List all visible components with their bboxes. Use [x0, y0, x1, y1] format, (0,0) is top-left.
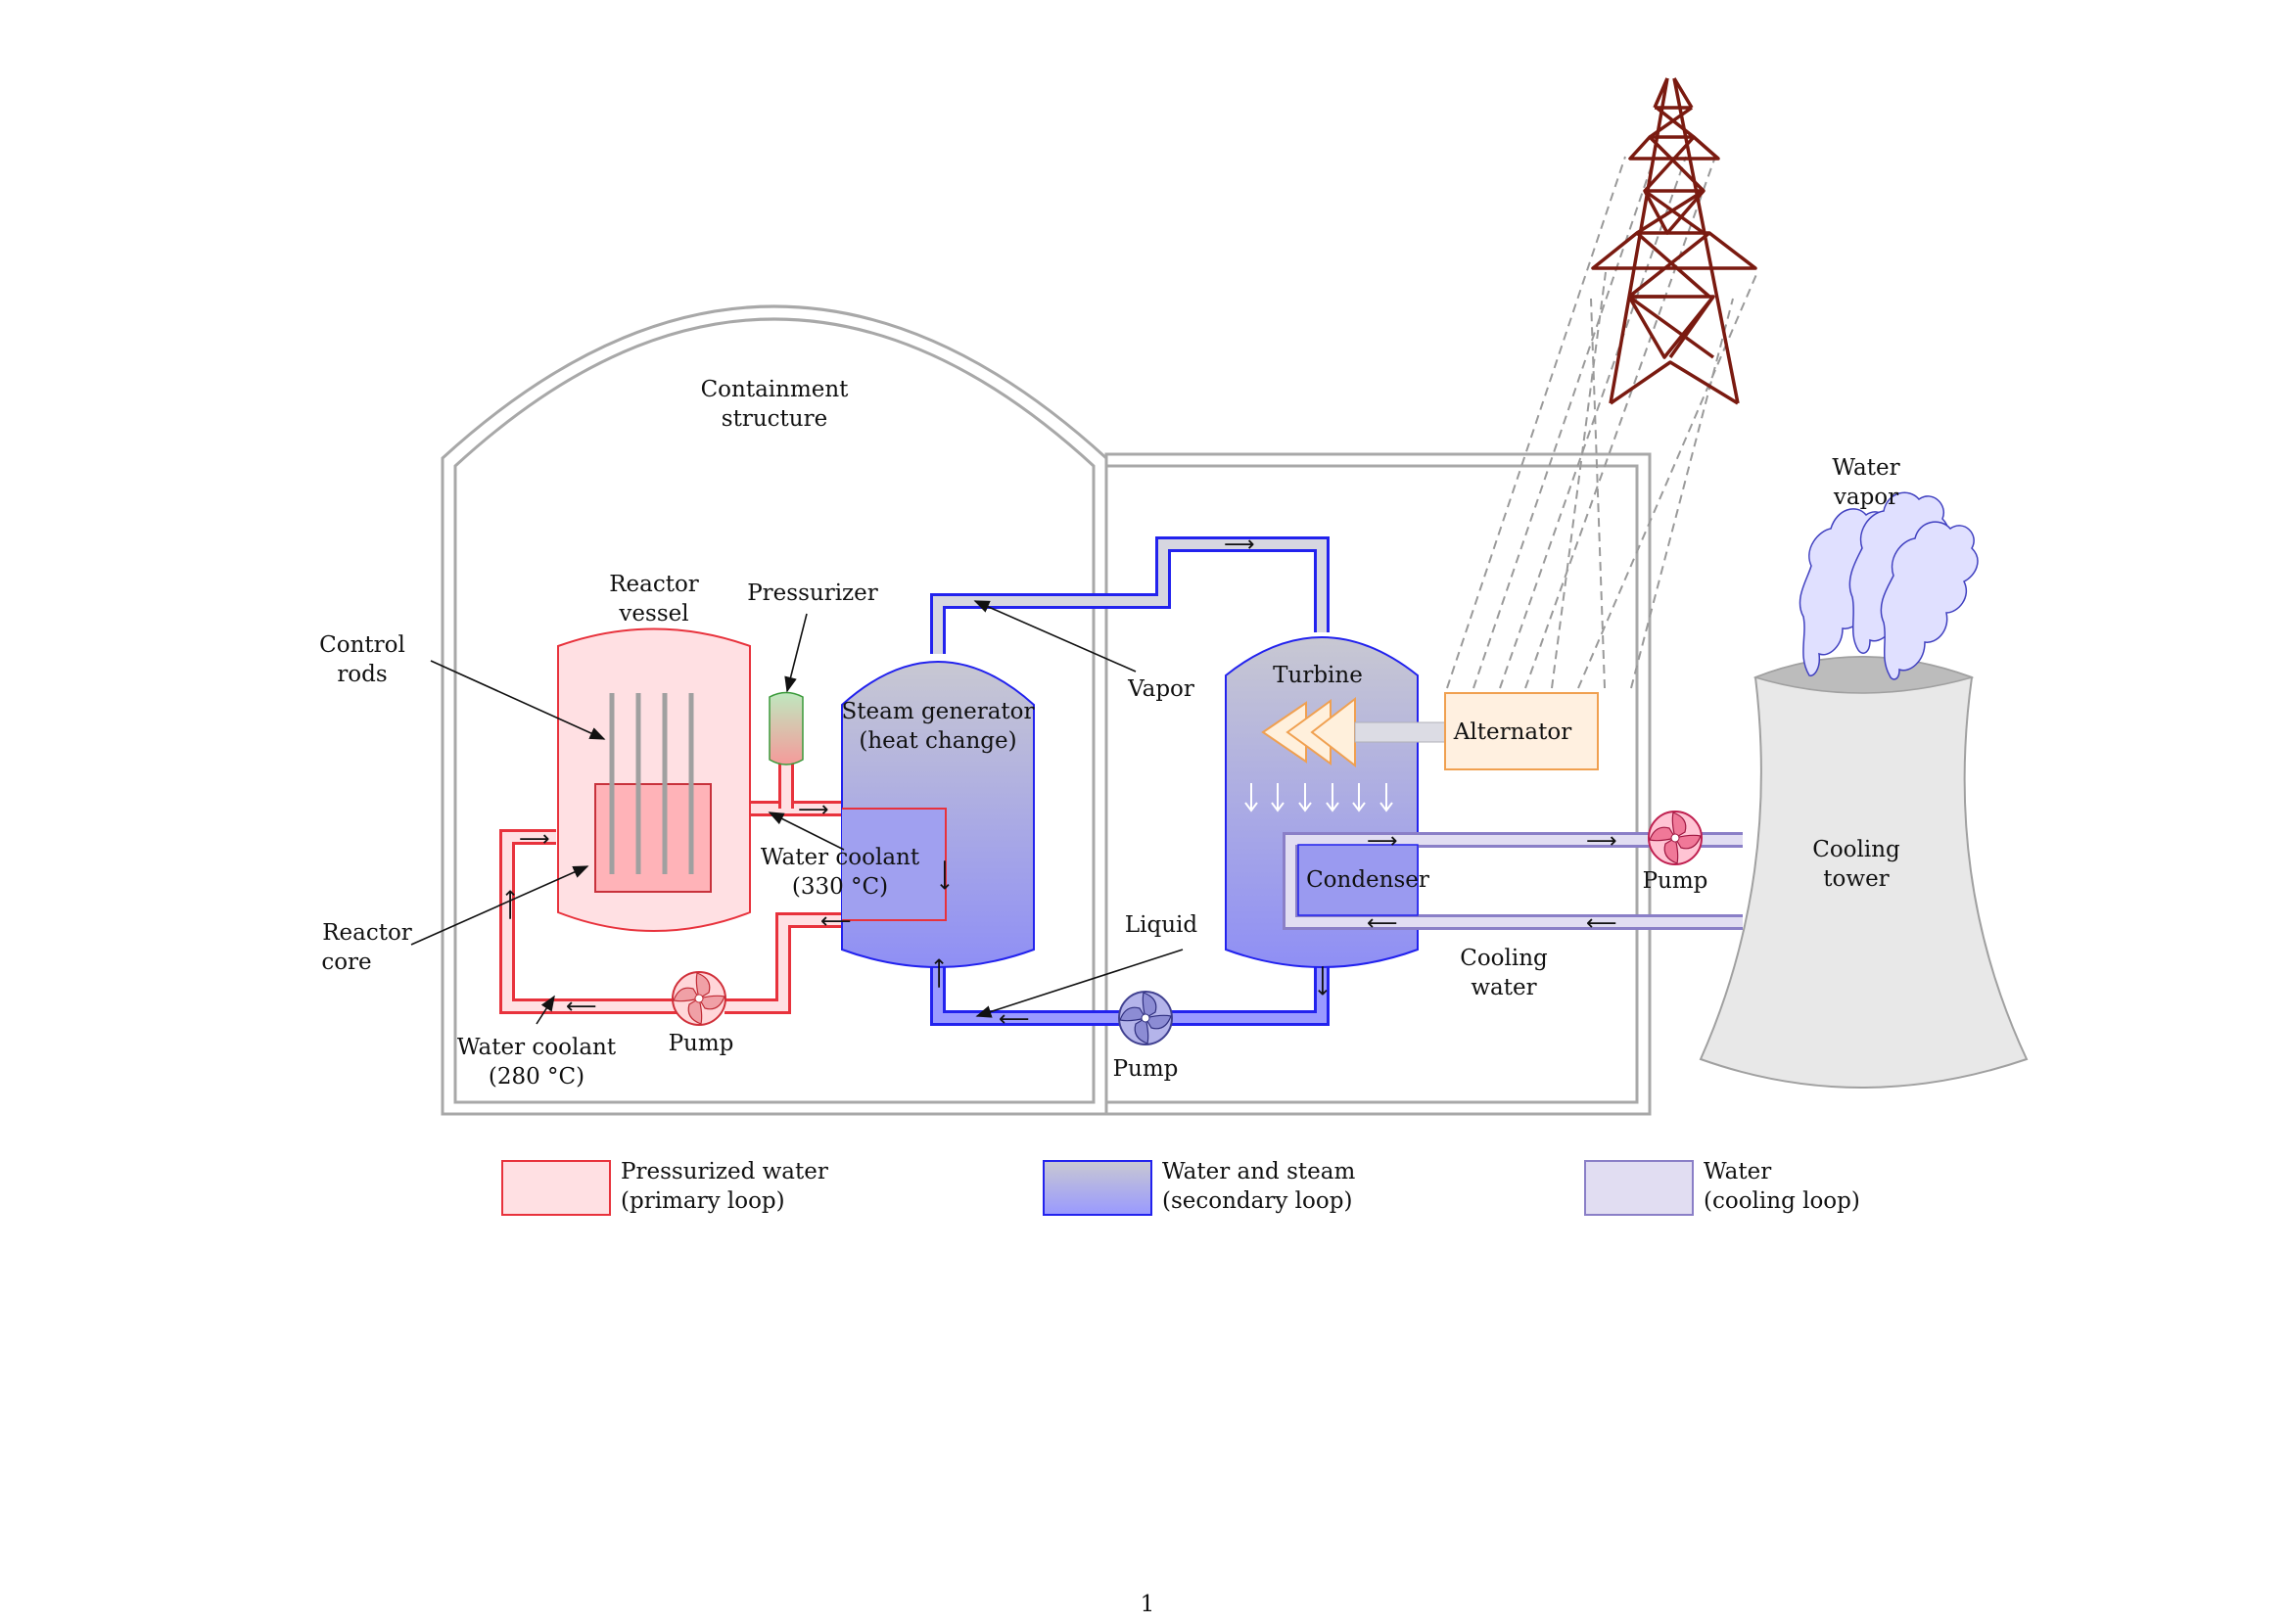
- legend-cooling-line2: (cooling loop): [1704, 1188, 1860, 1214]
- label-pump-secondary: Pump: [1113, 1056, 1179, 1082]
- turbine: [1261, 696, 1356, 768]
- svg-text:⟶: ⟶: [932, 859, 957, 891]
- label-cooling-water-1: Cooling: [1460, 946, 1548, 971]
- reactor-vessel: [557, 627, 751, 932]
- label-control-rods-1: Control: [319, 632, 405, 658]
- label-cold-coolant-2: (280 °C): [489, 1064, 584, 1090]
- svg-text:⟶: ⟶: [519, 827, 550, 852]
- label-cold-coolant-1: Water coolant: [457, 1035, 617, 1060]
- water-vapor-clouds: [1799, 491, 1979, 680]
- label-cooling-tower-1: Cooling: [1812, 837, 1900, 862]
- label-reactor-core-2: core: [321, 950, 371, 975]
- legend: Pressurized water (primary loop) Water a…: [501, 1159, 1860, 1216]
- alternator: [1444, 692, 1599, 770]
- svg-text:⟵: ⟵: [820, 909, 852, 934]
- pressurizer: [769, 691, 804, 766]
- label-pump-primary: Pump: [669, 1031, 734, 1056]
- legend-secondary-line2: (secondary loop): [1162, 1188, 1352, 1214]
- pump-secondary: [1118, 991, 1173, 1045]
- label-containment-1: Containment: [701, 377, 850, 402]
- legend-item-secondary: Water and steam (secondary loop): [1043, 1159, 1355, 1216]
- label-reactor-vessel-1: Reactor: [609, 572, 699, 597]
- svg-text:⟶: ⟶: [1586, 829, 1617, 854]
- legend-swatch-cooling: [1584, 1160, 1694, 1216]
- svg-text:⟵: ⟵: [1367, 911, 1398, 936]
- label-reactor-vessel-2: vessel: [618, 601, 688, 626]
- containment-structure: [441, 304, 1652, 1116]
- legend-item-cooling: Water (cooling loop): [1584, 1159, 1860, 1216]
- cooling-loop-pipes: [1283, 832, 1743, 930]
- label-liquid: Liquid: [1125, 912, 1198, 938]
- label-water-vapor-2: vapor: [1833, 485, 1898, 510]
- label-vapor: Vapor: [1127, 676, 1194, 702]
- steam-flow-arrows: [1244, 783, 1393, 812]
- label-hot-coolant-1: Water coolant: [761, 845, 920, 870]
- label-condenser: Condenser: [1306, 867, 1429, 893]
- svg-text:⟶: ⟶: [1367, 829, 1398, 854]
- flow-arrows: ⟶ ⟶ ⟵ ⟶ ⟶ ⟵ ⟶ ⟵ ⟶ ⟶ ⟶ ⟶ ⟵ ⟵: [498, 533, 1617, 1032]
- label-turbine: Turbine: [1273, 663, 1363, 688]
- legend-primary-line1: Pressurized water: [621, 1159, 828, 1184]
- label-water-vapor-1: Water: [1832, 455, 1899, 481]
- label-containment-2: structure: [722, 406, 827, 432]
- label-reactor-core-1: Reactor: [322, 920, 412, 946]
- legend-swatch-secondary: [1043, 1160, 1152, 1216]
- svg-text:⟶: ⟶: [1224, 533, 1255, 557]
- label-cooling-water-2: water: [1471, 975, 1536, 1000]
- steam-generator: [841, 661, 1035, 968]
- svg-text:⟶: ⟶: [1310, 965, 1334, 997]
- annotation-leaders: [410, 600, 1184, 1025]
- pump-cooling: [1648, 811, 1703, 865]
- svg-text:⟶: ⟶: [798, 798, 829, 822]
- pump-primary: [672, 971, 726, 1026]
- legend-primary-line2: (primary loop): [621, 1188, 785, 1214]
- label-cooling-tower-2: tower: [1823, 866, 1889, 892]
- label-control-rods-2: rods: [337, 662, 387, 687]
- control-rods: [609, 693, 694, 874]
- svg-text:⟶: ⟶: [927, 957, 952, 989]
- diagram-labels: Containment structure Reactor vessel Pre…: [319, 377, 1900, 1090]
- label-alternator: Alternator: [1453, 719, 1571, 745]
- legend-item-primary: Pressurized water (primary loop): [501, 1159, 828, 1216]
- label-hot-coolant-2: (330 °C): [792, 874, 888, 900]
- power-pylon: [1591, 77, 1757, 405]
- transmission-lines: [1446, 156, 1758, 689]
- legend-swatch-primary: [501, 1160, 611, 1216]
- label-pressurizer: Pressurizer: [747, 580, 878, 606]
- page-number: 1: [1141, 1592, 1155, 1617]
- label-steam-generator-1: Steam generator: [842, 699, 1035, 724]
- label-pump-cooling: Pump: [1643, 868, 1708, 894]
- svg-text:⟵: ⟵: [566, 995, 597, 1019]
- legend-secondary-line1: Water and steam: [1162, 1159, 1355, 1184]
- svg-text:⟵: ⟵: [999, 1007, 1030, 1032]
- svg-text:⟵: ⟵: [1586, 911, 1617, 936]
- label-steam-generator-2: (heat change): [859, 728, 1016, 754]
- legend-cooling-line1: Water: [1704, 1159, 1771, 1184]
